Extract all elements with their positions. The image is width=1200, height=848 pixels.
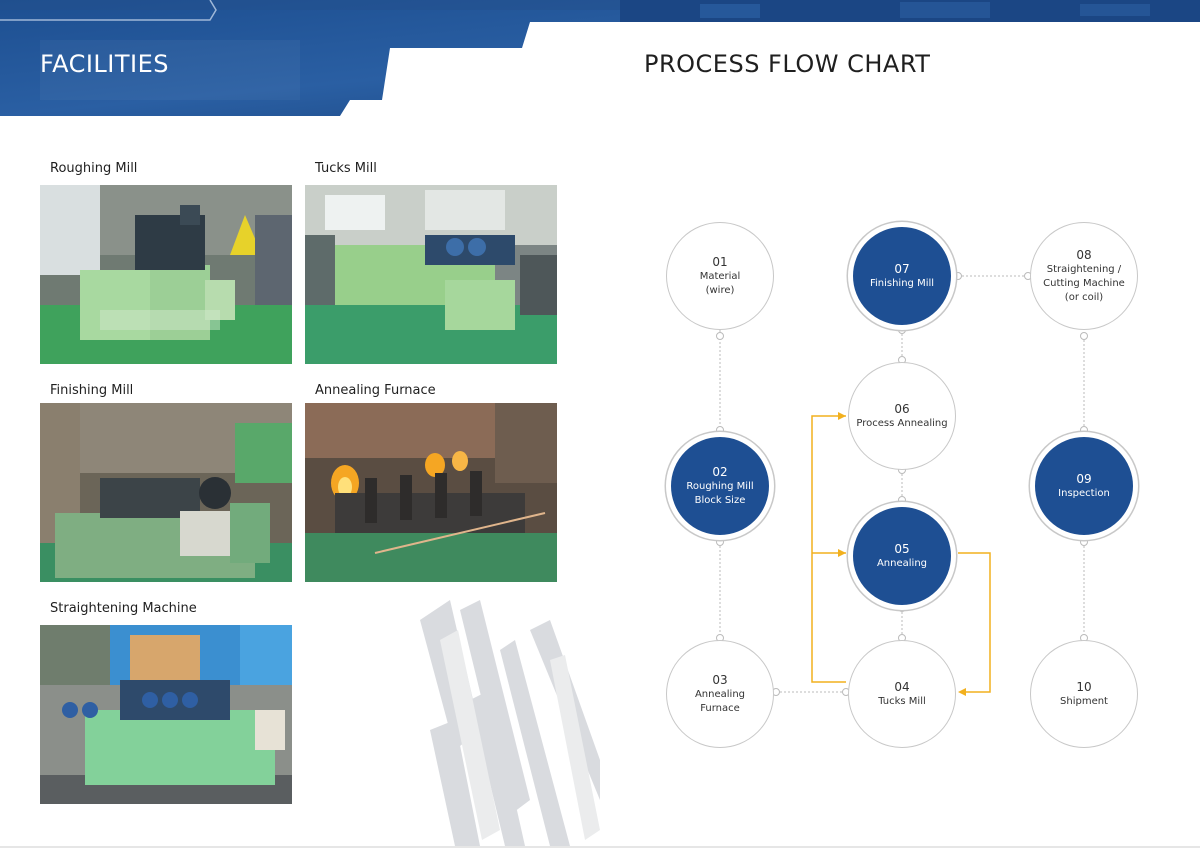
flow-step-06-process-annealing: 06 Process Annealing xyxy=(848,362,956,470)
step-number: 09 xyxy=(1076,471,1092,486)
photo-caption-roughing-mill: Roughing Mill xyxy=(50,161,138,176)
photo-caption-annealing-furnace: Annealing Furnace xyxy=(315,383,436,398)
step-label: Shipment xyxy=(1060,695,1108,707)
step-number: 08 xyxy=(1076,247,1092,262)
step-number: 06 xyxy=(894,401,910,416)
step-label: Straightening / Cutting Machine (or coil… xyxy=(1043,263,1125,303)
step-number: 01 xyxy=(712,254,728,269)
orange-flow-05-to-04 xyxy=(958,552,991,693)
step-number: 05 xyxy=(894,541,910,556)
photo-caption-tucks-mill: Tucks Mill xyxy=(315,161,377,176)
step-label: Material (wire) xyxy=(699,270,741,296)
photo-caption-straightening-machine: Straightening Machine xyxy=(50,601,197,616)
photo-finishing-mill xyxy=(40,403,292,582)
flow-step-05-annealing: 05 Annealing xyxy=(848,502,956,610)
header-banner xyxy=(0,0,1200,116)
step-number: 10 xyxy=(1076,679,1092,694)
step-label: Finishing Mill xyxy=(869,277,935,289)
flow-step-04-tucks-mill: 04 Tucks Mill xyxy=(848,640,956,748)
flow-step-03-annealing-furnace: 03 Annealing Furnace xyxy=(666,640,774,748)
step-label: Annealing xyxy=(876,557,928,569)
flow-step-07-finishing-mill: 07 Finishing Mill xyxy=(848,222,956,330)
step-number: 03 xyxy=(712,672,728,687)
decorative-steel-bars-graphic xyxy=(420,600,600,846)
step-number: 04 xyxy=(894,679,910,694)
step-label: Tucks Mill xyxy=(878,695,926,707)
step-label: Roughing Mill Block Size xyxy=(686,480,754,506)
flow-step-08-straightening-cutting: 08 Straightening / Cutting Machine (or c… xyxy=(1030,222,1138,330)
photo-annealing-furnace xyxy=(305,403,557,582)
step-number: 02 xyxy=(712,464,728,479)
flow-step-02-roughing-mill: 02 Roughing Mill Block Size xyxy=(666,432,774,540)
page-bottom-divider xyxy=(0,846,1200,848)
photo-straightening-machine xyxy=(40,625,292,804)
facilities-title: FACILITIES xyxy=(40,50,170,78)
orange-flow-04-to-06 xyxy=(811,415,846,683)
step-label: Annealing Furnace xyxy=(694,688,746,714)
photo-caption-finishing-mill: Finishing Mill xyxy=(50,383,134,398)
step-label: Inspection xyxy=(1058,487,1110,499)
photo-roughing-mill xyxy=(40,185,292,364)
flow-step-09-inspection: 09 Inspection xyxy=(1030,432,1138,540)
step-number: 07 xyxy=(894,261,910,276)
flow-step-10-shipment: 10 Shipment xyxy=(1030,640,1138,748)
step-label: Process Annealing xyxy=(856,417,948,429)
process-flow-title: PROCESS FLOW CHART xyxy=(644,50,931,78)
flow-step-01-material: 01 Material (wire) xyxy=(666,222,774,330)
photo-tucks-mill xyxy=(305,185,557,364)
